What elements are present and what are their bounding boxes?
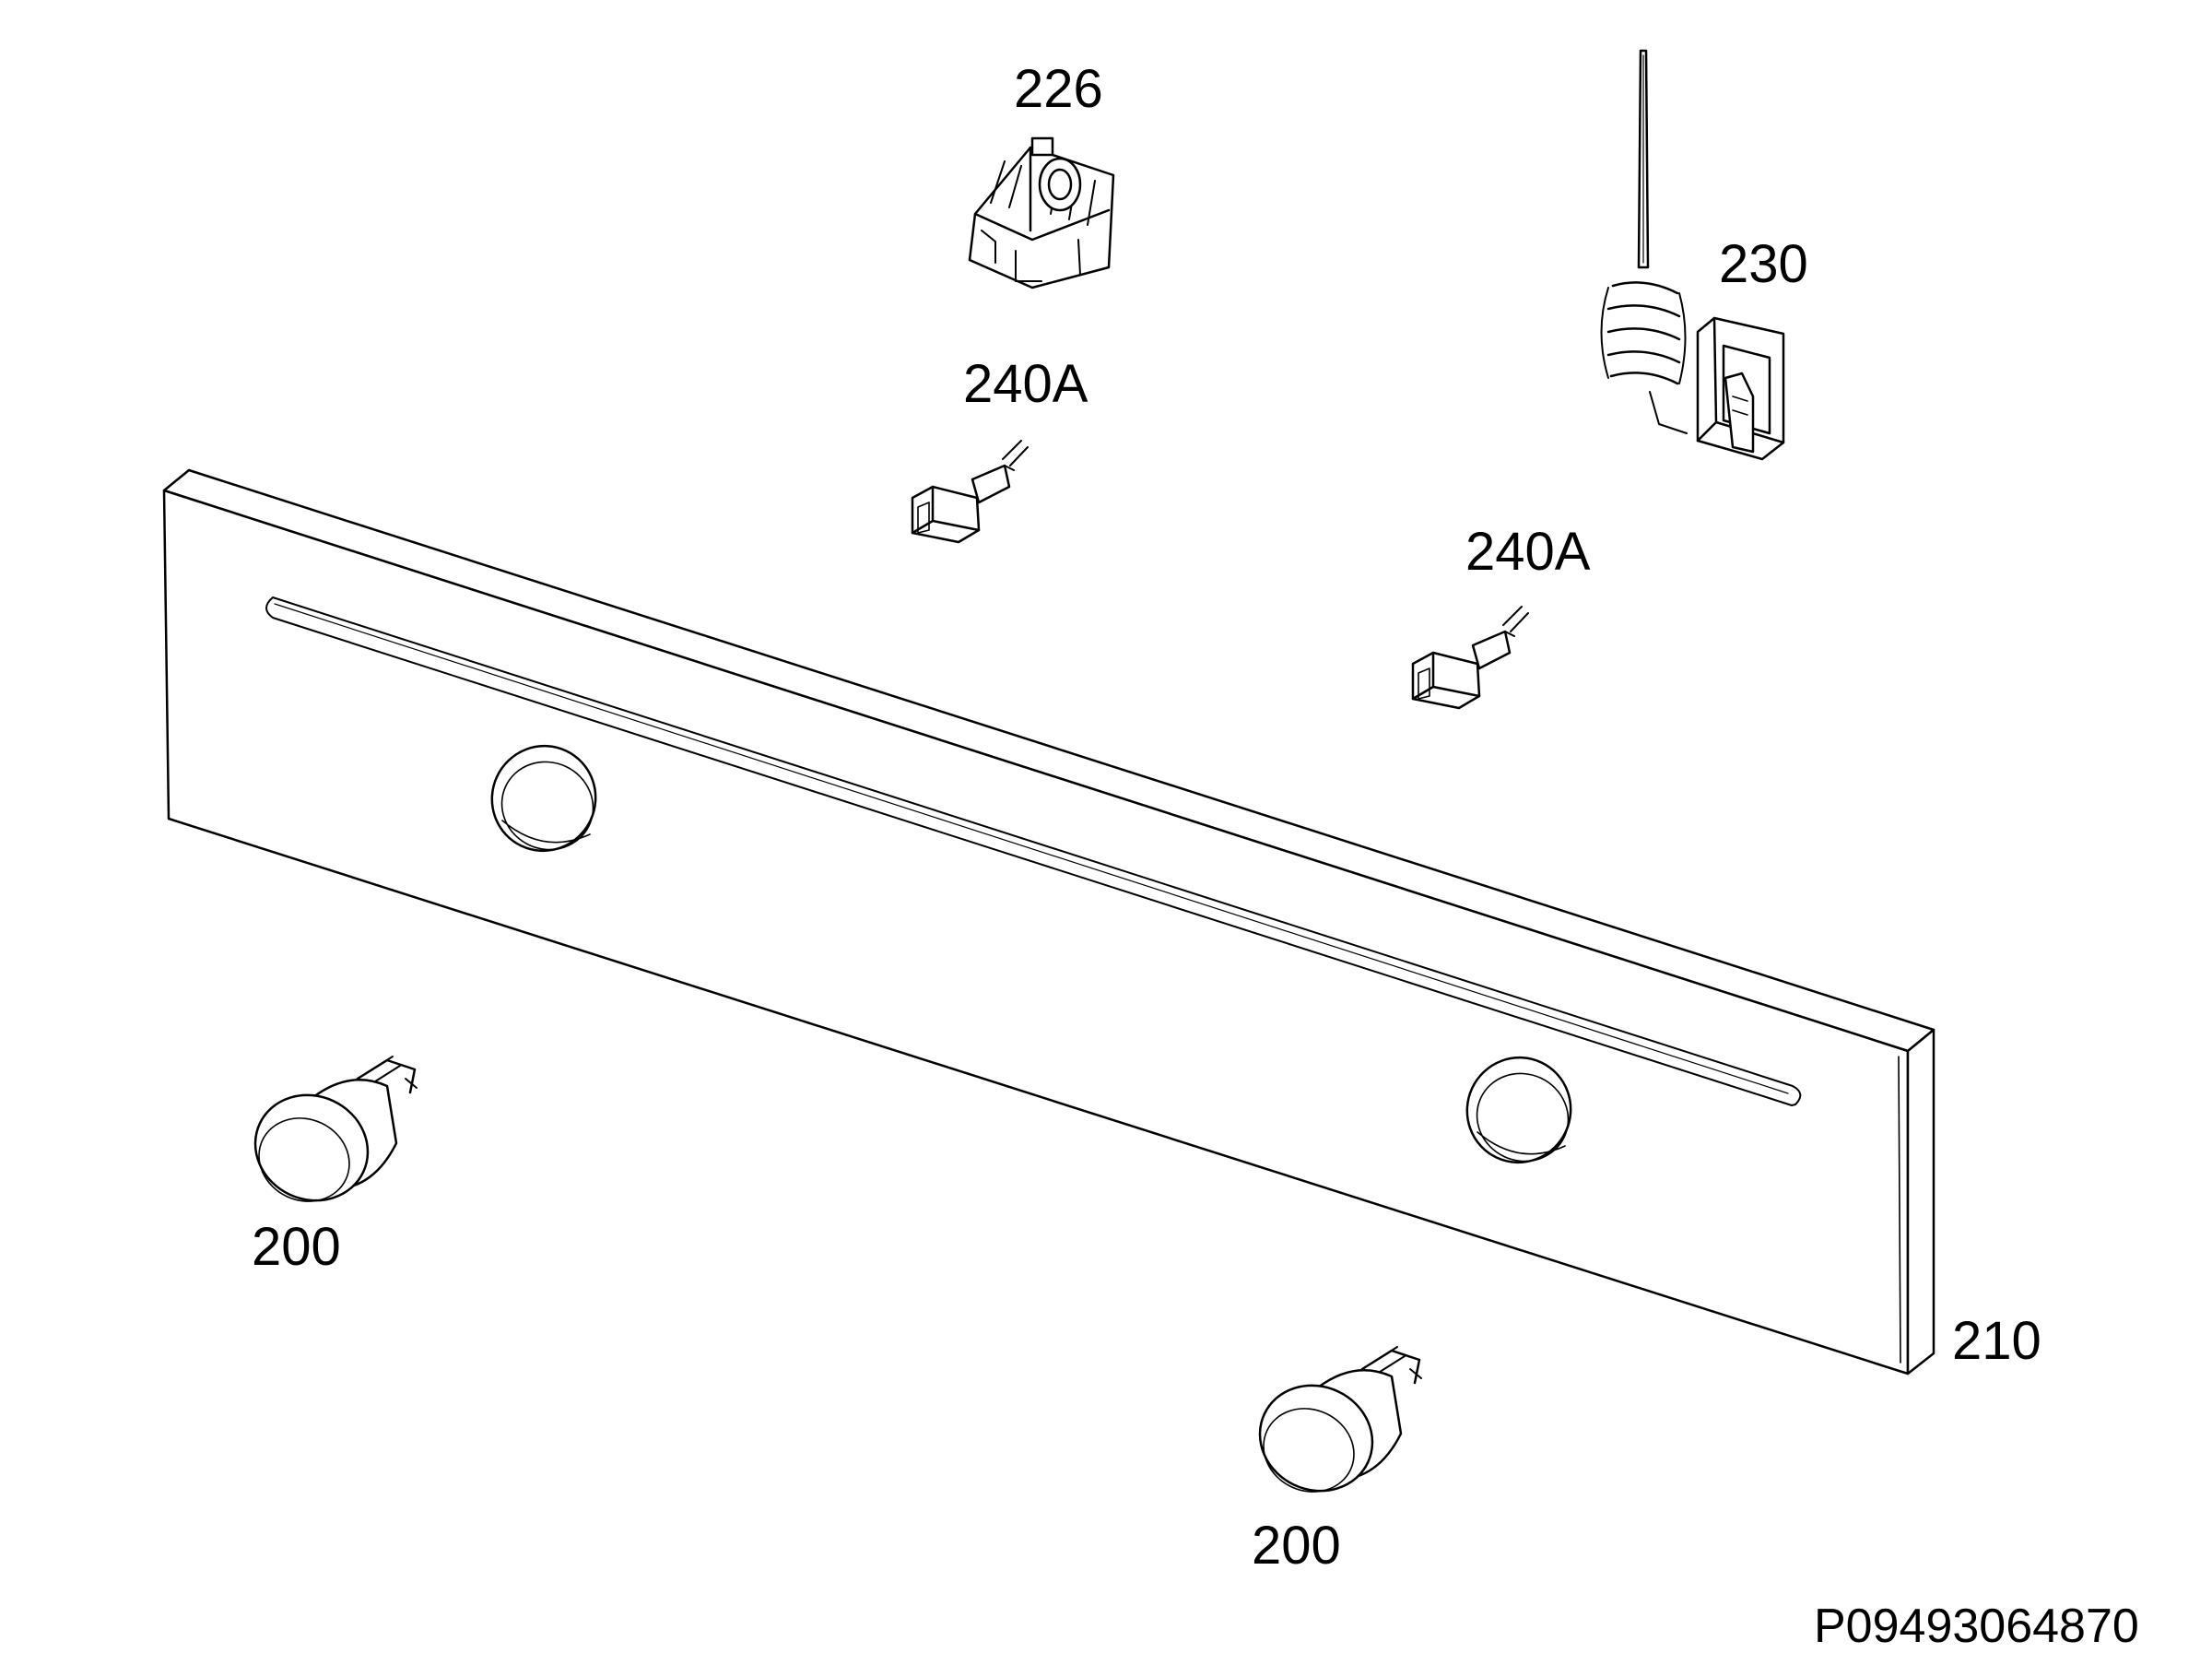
selector-switch-226 — [970, 138, 1113, 288]
knob-hole-right — [1450, 1041, 1588, 1180]
label-226: 226 — [1014, 59, 1103, 119]
pilot-lamp-240a-left — [912, 441, 1028, 542]
control-panel-210 — [164, 470, 1934, 1374]
knob-200-right — [1242, 1347, 1421, 1509]
label-230: 230 — [1719, 234, 1808, 294]
label-240a-right: 240A — [1465, 522, 1591, 582]
label-200-right: 200 — [1252, 1516, 1341, 1576]
document-id: P09493064870 — [1814, 1600, 2139, 1653]
knob-hole-left — [475, 729, 613, 868]
label-200-left: 200 — [252, 1217, 341, 1277]
knob-200-left — [238, 1057, 417, 1219]
pilot-lamp-240a-right — [1413, 607, 1528, 708]
thermostat-230 — [1602, 51, 1784, 459]
label-210: 210 — [1952, 1311, 2041, 1371]
label-240a-left: 240A — [963, 354, 1088, 414]
